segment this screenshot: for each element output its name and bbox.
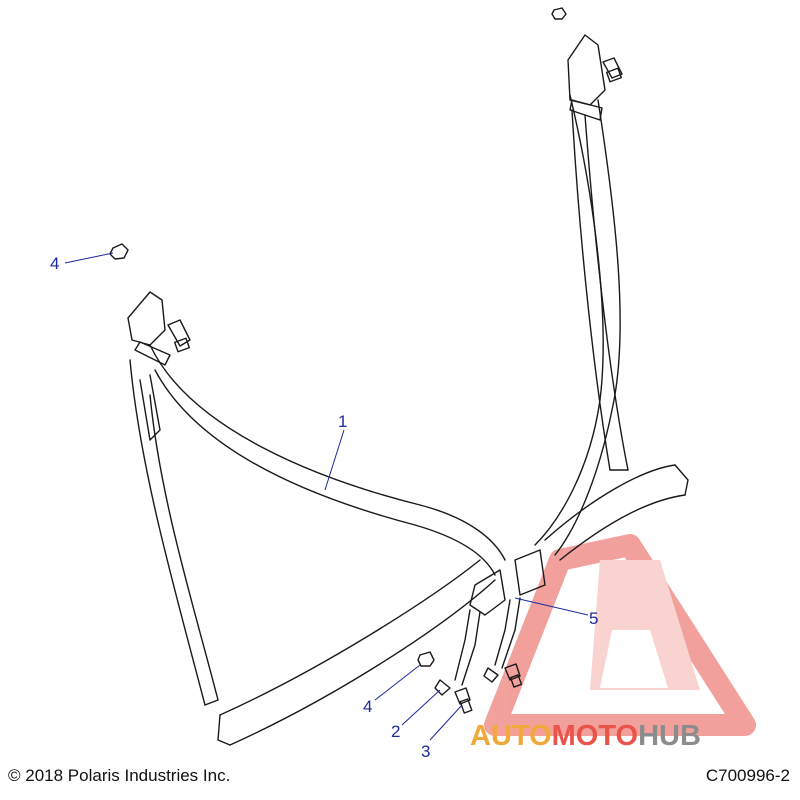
callout-5: 5 (589, 609, 599, 628)
watermark-logo (484, 534, 756, 736)
left-lower-strap-a (129, 359, 206, 706)
right-rear-strap-b (584, 114, 629, 471)
nut-lower (417, 651, 435, 667)
lap-strap-inner (229, 579, 496, 746)
brand-part-auto: AUTO (470, 720, 552, 752)
left-strap-outer (149, 344, 506, 561)
callout-4-lower: 4 (363, 697, 373, 716)
left-lower-strap-b (149, 394, 219, 701)
callout-2: 2 (391, 722, 401, 741)
figure-id: C700996-2 (705, 766, 790, 785)
buckle-right (514, 549, 546, 596)
right-lap-strap-a (544, 464, 676, 541)
copyright-text: © 2018 Polaris Industries Inc. (8, 766, 231, 785)
lap-strap-outer (219, 559, 481, 716)
right-strap-outer (534, 94, 604, 546)
callout-4-upper: 4 (50, 254, 60, 273)
right-bolt (602, 57, 623, 79)
brand-part-hub: HUB (638, 720, 701, 752)
left-bolt (167, 319, 191, 347)
right-rear-strap-a (571, 109, 611, 471)
leader-lines (64, 252, 589, 741)
left-anchor (127, 291, 166, 346)
right-lap-strap-b (559, 494, 686, 561)
left-strap-inner (154, 369, 496, 576)
brand-part-moto: MOTO (551, 720, 639, 752)
nut-very-top (551, 7, 567, 20)
buckle-left (469, 569, 506, 616)
nut-top (109, 243, 129, 260)
right-strap-inner (554, 99, 621, 556)
watermark-brand-text: AUTOMOTOHUB (470, 720, 701, 753)
callout-1: 1 (338, 412, 348, 431)
callout-3: 3 (421, 742, 431, 761)
bolt-lower (454, 687, 471, 705)
right-anchor (567, 34, 606, 106)
